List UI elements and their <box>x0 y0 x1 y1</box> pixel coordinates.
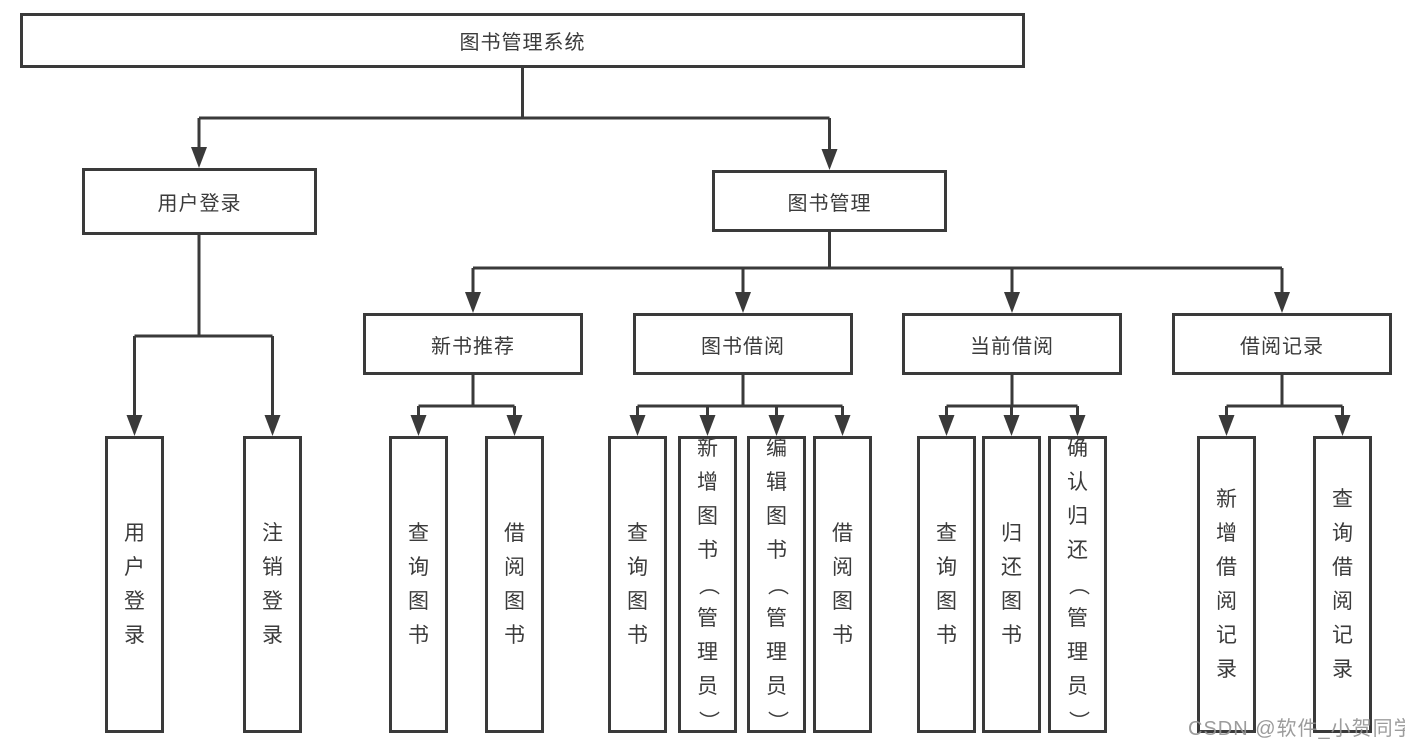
node-borrow-records: 借阅记录 <box>1172 313 1392 375</box>
node-current-borrowing: 当前借阅 <box>902 313 1122 375</box>
node-book-management: 图书管理 <box>712 170 947 232</box>
leaf-borrow-books: 借阅图书 <box>813 436 872 733</box>
node-new-book-recommend: 新书推荐 <box>363 313 583 375</box>
watermark: CSDN @软件_小贺同学 <box>1188 718 1405 740</box>
leaf-edit-books-admin: 编辑图书（管理员） <box>747 436 806 733</box>
leaf-query-books-borrow: 查询图书 <box>608 436 667 733</box>
leaf-borrow-books-recommend: 借阅图书 <box>485 436 544 733</box>
node-library-management-system: 图书管理系统 <box>20 13 1025 68</box>
node-user-login: 用户登录 <box>82 168 317 235</box>
leaf-add-borrow-record: 新增借阅记录 <box>1197 436 1256 733</box>
leaf-query-borrow-record: 查询借阅记录 <box>1313 436 1372 733</box>
leaf-return-books: 归还图书 <box>982 436 1041 733</box>
node-book-borrowing: 图书借阅 <box>633 313 853 375</box>
leaf-confirm-return-admin: 确认归还（管理员） <box>1048 436 1107 733</box>
leaf-query-books-current: 查询图书 <box>917 436 976 733</box>
leaf-add-books-admin: 新增图书（管理员） <box>678 436 737 733</box>
leaf-query-books-recommend: 查询图书 <box>389 436 448 733</box>
leaf-logout: 注销登录 <box>243 436 302 733</box>
leaf-user-login: 用户登录 <box>105 436 164 733</box>
